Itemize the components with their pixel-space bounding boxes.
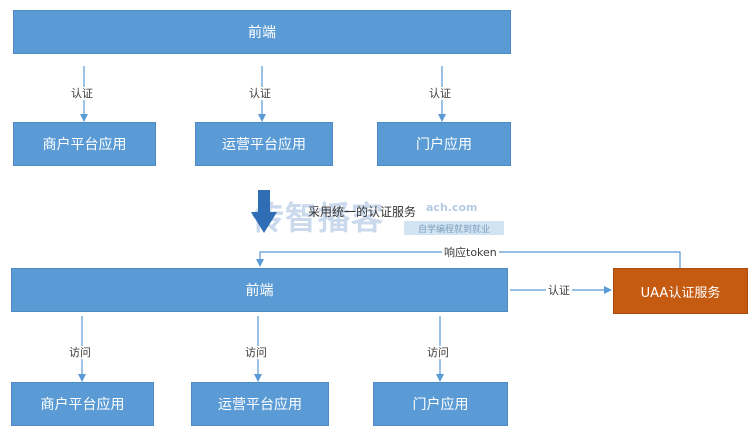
top-frontend-label: 前端	[248, 25, 276, 41]
bottom-app-merchant: 商户平台应用	[11, 382, 154, 426]
bottom-frontend-label: 前端	[245, 283, 274, 299]
uaa-service-box: UAA认证服务	[613, 268, 748, 314]
top-frontend-box: 前端	[13, 10, 511, 54]
top-app-operations-label: 运营平台应用	[222, 137, 306, 153]
bottom-app-operations-label: 运营平台应用	[218, 397, 302, 413]
top-app-portal: 门户应用	[377, 122, 511, 166]
bottom-frontend-box: 前端	[11, 268, 508, 312]
response-token-label: 响应token	[442, 246, 499, 259]
bottom-app-merchant-label: 商户平台应用	[40, 397, 125, 413]
top-app-portal-label: 门户应用	[416, 137, 472, 153]
top-app-operations: 运营平台应用	[195, 122, 333, 166]
bottom-edge-label-1: 访问	[67, 346, 93, 359]
bottom-app-operations: 运营平台应用	[191, 382, 329, 426]
top-app-merchant-label: 商户平台应用	[42, 137, 127, 153]
top-edge-label-1: 认证	[69, 87, 95, 100]
top-app-merchant: 商户平台应用	[13, 122, 156, 166]
auth-edge-label: 认证	[546, 284, 572, 297]
transition-arrow	[251, 190, 277, 233]
bottom-edge-label-3: 访问	[425, 346, 451, 359]
top-edge-label-2: 认证	[247, 87, 273, 100]
bottom-app-portal: 门户应用	[373, 382, 508, 426]
bottom-edge-label-2: 访问	[243, 346, 269, 359]
transition-caption: 采用统一的认证服务	[308, 205, 417, 219]
top-edge-label-3: 认证	[427, 87, 453, 100]
bottom-app-portal-label: 门户应用	[412, 397, 469, 413]
uaa-service-label: UAA认证服务	[640, 285, 721, 301]
